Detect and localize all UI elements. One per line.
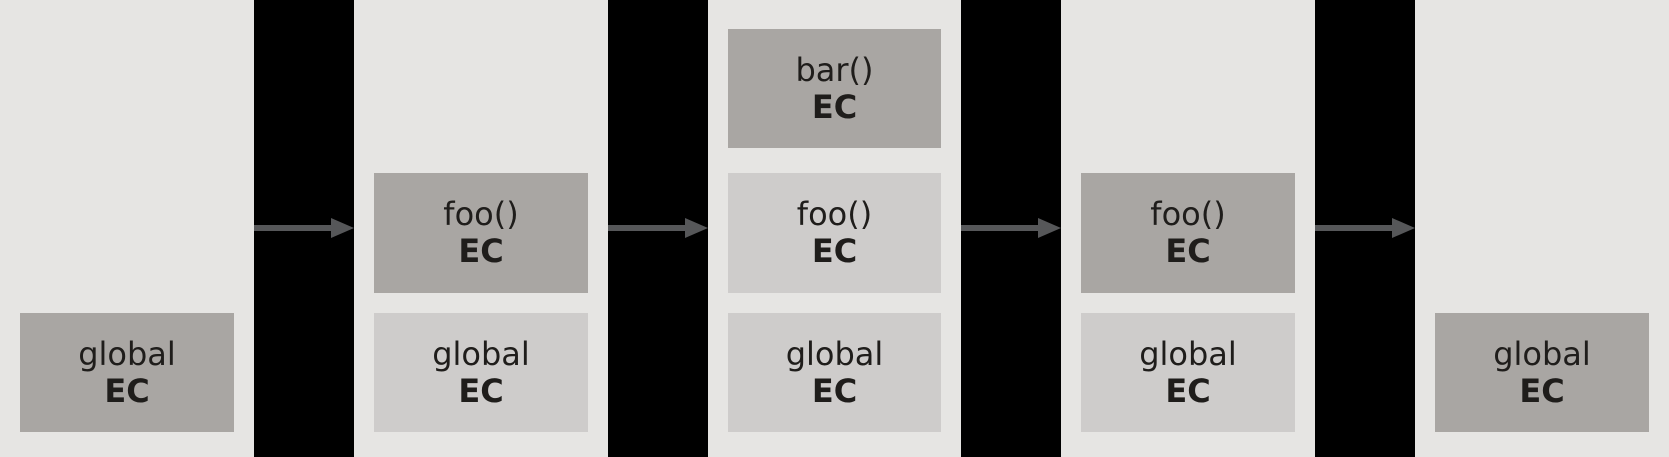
right-arrow-icon: [1315, 208, 1415, 248]
ec-box-title: global: [78, 334, 176, 373]
divider-2: [608, 0, 708, 457]
ec-box-label: EC: [811, 371, 858, 410]
right-arrow-icon: [961, 208, 1061, 248]
ec-box-global: global EC: [20, 313, 234, 432]
divider-1: [254, 0, 354, 457]
ec-box-label: EC: [1519, 371, 1565, 410]
ec-box-label: EC: [458, 371, 504, 410]
ec-box-global: global EC: [1435, 313, 1649, 432]
ec-box-foo: foo() EC: [728, 173, 941, 293]
right-arrow-icon: [608, 208, 708, 248]
right-arrow-icon: [254, 208, 354, 248]
stack-panel-1: global EC: [0, 0, 254, 457]
ec-box-label: EC: [811, 232, 858, 270]
ec-box-title: global: [1139, 334, 1237, 373]
ec-box-title: bar(): [795, 50, 874, 89]
ec-box-foo: foo() EC: [1081, 173, 1295, 293]
stack-panel-2: foo() EC global EC: [354, 0, 608, 457]
ec-box-label: EC: [1165, 232, 1211, 270]
ec-box-title: global: [785, 334, 884, 373]
stack-panel-4: foo() EC global EC: [1061, 0, 1315, 457]
divider-3: [961, 0, 1061, 457]
ec-box-title: foo(): [796, 195, 873, 233]
stack-panel-3: bar() EC foo() EC global EC: [708, 0, 961, 457]
ec-box-label: EC: [1165, 371, 1211, 410]
ec-box-label: EC: [104, 371, 150, 410]
ec-box-global: global EC: [728, 313, 941, 432]
ec-box-title: foo(): [1150, 195, 1226, 233]
ec-box-label: EC: [811, 87, 858, 126]
ec-box-bar: bar() EC: [728, 29, 941, 148]
ec-box-global: global EC: [1081, 313, 1295, 432]
ec-box-title: foo(): [443, 195, 519, 233]
ec-box-foo: foo() EC: [374, 173, 588, 293]
stack-panel-5: global EC: [1415, 0, 1669, 457]
ec-box-title: global: [1493, 334, 1591, 373]
ec-box-title: global: [432, 334, 530, 373]
ec-box-global: global EC: [374, 313, 588, 432]
divider-4: [1315, 0, 1415, 457]
ec-box-label: EC: [458, 232, 504, 270]
